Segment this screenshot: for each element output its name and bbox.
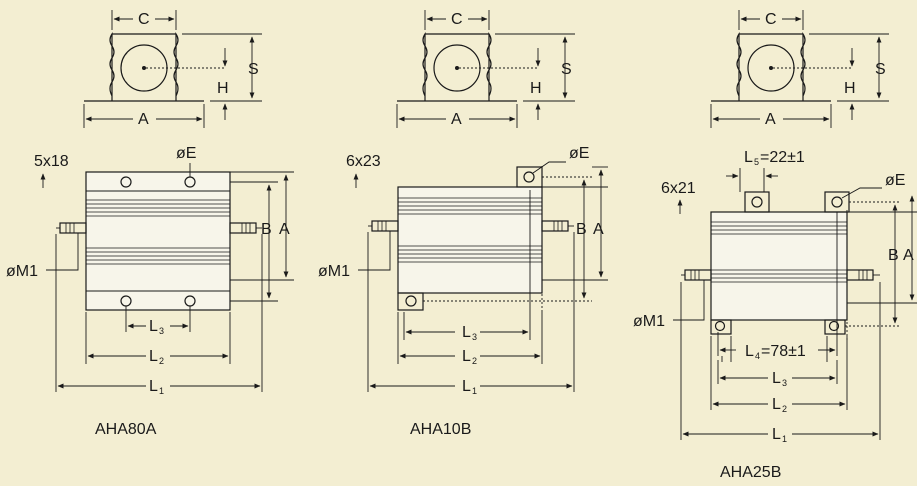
- dim-h-label: H: [844, 80, 856, 97]
- svg-text:1: 1: [159, 386, 164, 396]
- svg-text:3: 3: [782, 378, 787, 388]
- dim-h-label: H: [530, 80, 542, 97]
- side-view-aha10b: C A S H: [396, 10, 575, 128]
- screw-spec-aha10b: 6x23: [346, 153, 381, 170]
- dim-s-label: S: [561, 61, 572, 78]
- top-view-aha25b: 6x21 øE øM1 L 5 =22±1 B A L 4 =78±1: [633, 149, 917, 481]
- screw-spec-aha80a: 5x18: [34, 153, 69, 170]
- dim-c-label: C: [765, 11, 777, 28]
- pin-dia-label: øM1: [633, 313, 665, 330]
- dim-a-label: A: [903, 247, 914, 264]
- dim-a-label: A: [138, 111, 149, 128]
- svg-text:4: 4: [755, 351, 760, 361]
- svg-text:5: 5: [754, 157, 759, 167]
- dim-l1-label: L: [772, 426, 781, 443]
- dim-l1-label: L: [149, 378, 158, 395]
- side-view-aha80a: C A S H: [83, 10, 262, 128]
- pin-dia-label: øM1: [318, 263, 350, 280]
- dim-l1-label: L: [462, 378, 471, 395]
- svg-text:3: 3: [159, 326, 164, 336]
- dim-b-label: B: [888, 247, 899, 264]
- dim-s-label: S: [248, 61, 259, 78]
- dim-a-label: A: [451, 111, 462, 128]
- svg-text:3: 3: [472, 332, 477, 342]
- svg-text:1: 1: [782, 434, 787, 444]
- top-view-aha10b: 6x23 øE øM1 B A L 3 L 2 L 1 AHA10B: [318, 145, 608, 438]
- svg-text:2: 2: [472, 356, 477, 366]
- model-caption-aha25b: AHA25B: [720, 464, 781, 481]
- pin-dia-label: øM1: [6, 263, 38, 280]
- dim-a-label: A: [765, 111, 776, 128]
- dim-a-label: A: [279, 221, 290, 238]
- dim-l5-label: L: [744, 149, 753, 166]
- dim-c-label: C: [138, 11, 150, 28]
- model-caption-aha80a: AHA80A: [95, 421, 157, 438]
- screw-spec-aha25b: 6x21: [661, 180, 696, 197]
- svg-text:1: 1: [472, 386, 477, 396]
- svg-text:2: 2: [782, 404, 787, 414]
- dim-h-label: H: [217, 80, 229, 97]
- dim-l2-label: L: [462, 348, 471, 365]
- hole-dia-label: øE: [176, 145, 196, 162]
- top-view-aha80a: 5x18 øE øM1 B A L 3 L 2 L 1 AHA80A: [6, 145, 294, 438]
- dim-s-label: S: [875, 61, 886, 78]
- dim-b-label: B: [576, 221, 587, 238]
- dim-b-label: B: [261, 221, 272, 238]
- svg-text:2: 2: [159, 356, 164, 366]
- dim-l3-label: L: [149, 318, 158, 335]
- dim-l3-label: L: [772, 370, 781, 387]
- dim-l5-value: =22±1: [760, 149, 805, 166]
- hole-dia-label: øE: [569, 145, 589, 162]
- dim-l4-label: L: [745, 343, 754, 360]
- dim-l2-label: L: [772, 396, 781, 413]
- dim-l2-label: L: [149, 348, 158, 365]
- dim-l3-label: L: [462, 324, 471, 341]
- dim-a-label: A: [593, 221, 604, 238]
- dim-l4-value: =78±1: [761, 343, 806, 360]
- model-caption-aha10b: AHA10B: [410, 421, 471, 438]
- side-view-aha25b: C A S H: [710, 10, 889, 128]
- hole-dia-label: øE: [885, 172, 905, 189]
- dim-c-label: C: [451, 11, 463, 28]
